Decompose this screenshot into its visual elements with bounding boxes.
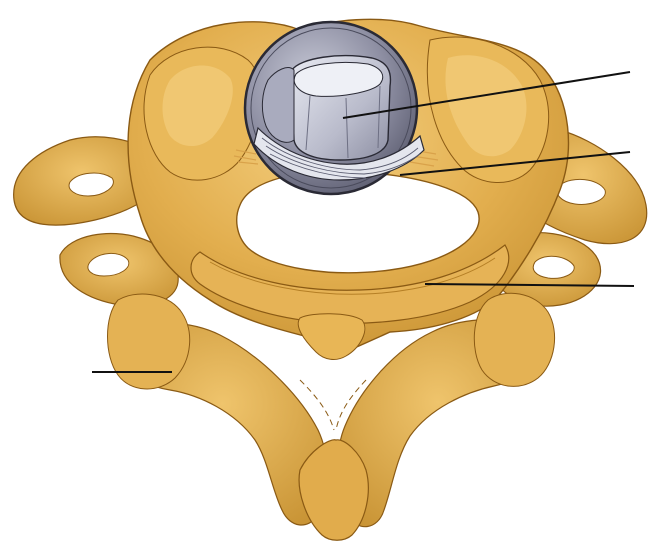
right-lateral-mass [474, 293, 554, 386]
right-transverse-foramen [557, 179, 605, 204]
anterior-tubercle [298, 314, 365, 360]
left-lateral-mass [108, 294, 190, 389]
